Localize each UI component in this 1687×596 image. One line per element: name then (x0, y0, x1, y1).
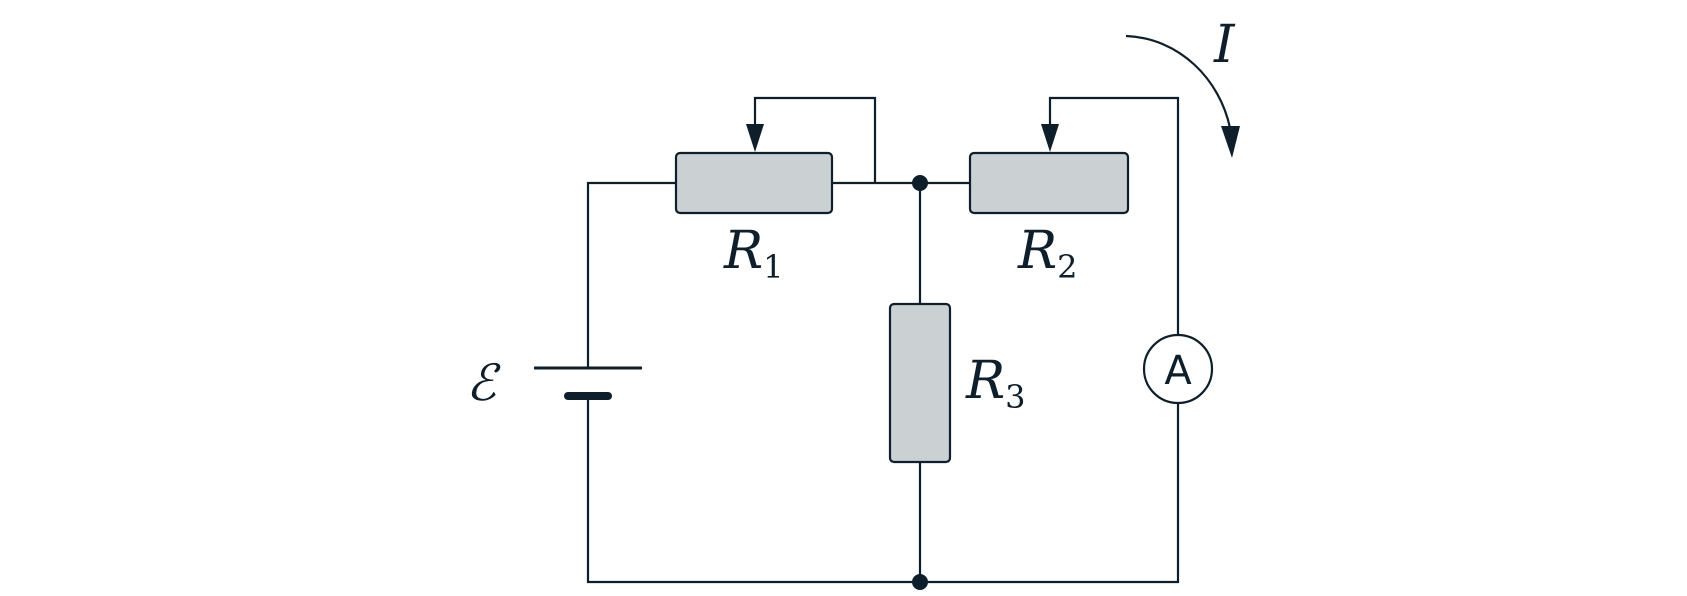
wire-left-top (586, 181, 676, 368)
r3-label-main: R (965, 351, 1005, 411)
junction-node-bottom (912, 574, 928, 590)
r1-wiper-arrowhead (746, 124, 764, 152)
wire-r1-slider (753, 96, 877, 183)
junction-node-top (912, 175, 928, 191)
r1-label-main: R (723, 221, 763, 281)
resistor-r1 (674, 151, 834, 215)
wires (586, 96, 1180, 584)
wire-r2-slider (1048, 96, 1180, 334)
wire-left-bottom (586, 396, 1180, 584)
current-label: I (1213, 15, 1236, 75)
ammeter-circle (1142, 333, 1214, 405)
r2-wiper-arrowhead (1041, 124, 1059, 152)
ammeter-label: A (1164, 348, 1192, 394)
r3-label-sub: 3 (1005, 378, 1025, 416)
ammeter: A (1142, 333, 1214, 405)
battery (534, 366, 642, 400)
r1-label: R1 (723, 221, 784, 286)
current-arrow-head (1221, 126, 1240, 158)
resistor-r2 (968, 151, 1130, 215)
emf-label: ℰ (466, 354, 501, 412)
resistor-r3 (888, 302, 952, 464)
r2-label-main: R (1017, 221, 1057, 281)
current-arrow: I (1125, 15, 1240, 158)
r2-label: R2 (1017, 221, 1078, 286)
r2-label-sub: 2 (1057, 248, 1077, 286)
r3-label: R3 (965, 351, 1026, 416)
current-arrow-arc (1125, 34, 1232, 129)
r1-label-sub: 1 (763, 248, 783, 286)
